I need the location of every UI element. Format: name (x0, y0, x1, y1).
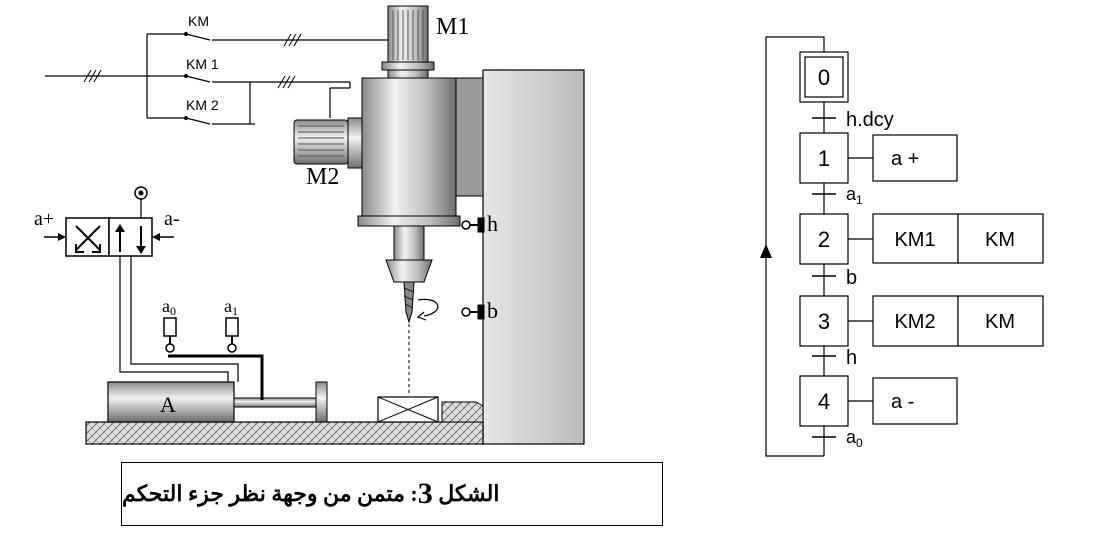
limit-switch-a0 (163, 317, 177, 353)
wire-count-marks (83, 33, 302, 89)
grafcet-transition-1-label: a1 (846, 184, 863, 207)
motor-m2-label: M2 (306, 164, 339, 190)
sensor-b (461, 304, 485, 320)
limit-switch-a1 (225, 317, 239, 353)
grafcet-step-4 (799, 375, 849, 427)
sensor-b-label: b (487, 298, 498, 323)
rod-cam (168, 354, 264, 400)
grafcet-step-1 (799, 132, 849, 184)
fixture-block (441, 401, 484, 423)
grafcet-action-1-label: a + (891, 148, 919, 170)
sensor-h-label: h (487, 211, 498, 236)
grafcet-step-2 (799, 213, 849, 265)
rotation-arrow (417, 298, 439, 317)
caption-prefix: الشكل (438, 481, 500, 506)
motor-m1-label: M1 (436, 14, 469, 40)
grafcet-action-1 (872, 134, 958, 182)
contact-km1-label: KM 1 (186, 56, 219, 72)
machine-base (85, 421, 484, 445)
limit-a1-label: a1 (224, 296, 238, 318)
grafcet-action-3b-label: KM (985, 311, 1015, 333)
machine-column (482, 69, 585, 445)
grafcet-action-2a-label: KM1 (894, 229, 935, 251)
grafcet-action-4 (872, 377, 958, 425)
grafcet-transition-3-label: h (846, 347, 857, 369)
grafcet-step-3 (799, 295, 849, 347)
grafcet-step-2-num: 2 (818, 227, 830, 252)
power-wiring (45, 33, 408, 125)
cylinder-a-label: A (160, 392, 176, 417)
workpiece (377, 396, 439, 423)
spindle-housing (361, 77, 457, 221)
grafcet-transition-2-label: b (846, 267, 857, 289)
contact-km-label: KM (188, 13, 209, 29)
figure-caption: الشكل 3 : متمن من وجهة نظر جزء التحكم (121, 462, 663, 526)
grafcet-step-1-num: 1 (818, 146, 830, 171)
grafcet-action-2b (957, 213, 1044, 264)
grafcet-action-2b-label: KM (985, 229, 1015, 251)
grafcet-transition-4-label: a0 (846, 427, 863, 450)
limit-a0-label: a0 (162, 296, 176, 318)
grafcet-transition-0-label: h.dcy (846, 109, 894, 131)
caption-number: 3 (417, 477, 433, 510)
grafcet-action-3a-label: KM2 (894, 311, 935, 333)
contact-km2-label: KM 2 (186, 97, 219, 113)
grafcet-action-3b (957, 295, 1044, 347)
chuck (385, 259, 433, 283)
valve-a-minus-label: a- (164, 208, 180, 230)
grafcet-step-0 (799, 51, 849, 103)
sensor-h (461, 217, 485, 233)
drill-bit (403, 281, 415, 324)
distributor-valve (44, 186, 239, 382)
grafcet-step-3-num: 3 (818, 309, 830, 334)
motor-m2 (293, 119, 349, 165)
drill-head (293, 5, 484, 395)
caption-text: : متمن من وجهة نظر جزء التحكم (122, 481, 418, 506)
cylinder-a (107, 381, 328, 423)
grafcet-action-4-label: a - (891, 391, 914, 413)
grafcet-step-0-num: 0 (818, 65, 830, 90)
grafcet-step-4-num: 4 (818, 389, 830, 414)
return-arrow (760, 244, 772, 258)
grafcet-action-2a (872, 213, 959, 264)
grafcet: 0 h.dcy a1 b h a0 1 a + 2 KM1 KM 3 KM2 K (760, 36, 1044, 457)
valve-a-plus-label: a+ (34, 208, 54, 230)
